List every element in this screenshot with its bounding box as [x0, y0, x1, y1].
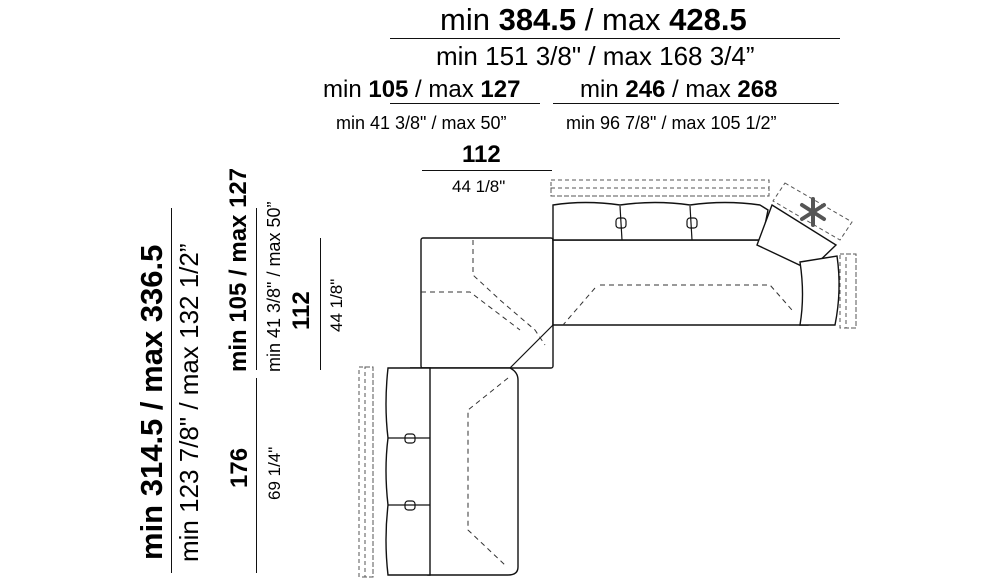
back-cushions-left	[385, 367, 431, 576]
chaise-depth-line	[256, 378, 257, 573]
right-width-inch-label: min 96 7/8" / max 105 1/2”	[566, 113, 777, 133]
corner-width-line	[422, 170, 552, 171]
right-width-line	[553, 103, 839, 104]
corner-width-inch-label: 44 1/8"	[452, 177, 506, 196]
overall-width-inch-label: min 151 3/8" / max 168 3/4”	[436, 41, 755, 71]
overall-depth-line	[171, 208, 172, 573]
right-width-cm-label: min 246 / max 268	[580, 76, 778, 103]
corner-width-cm-label: 112	[462, 141, 501, 168]
left-width-line	[390, 103, 540, 104]
depth-line	[256, 208, 257, 370]
left-width-cm-label: min 105 / max 127	[323, 76, 521, 103]
optional-cushion-outlines	[358, 179, 857, 578]
overall-width-cm-label: min 384.5 / max 428.5	[440, 2, 747, 37]
asterisk-icon	[800, 197, 826, 227]
back-cushion-right	[799, 255, 840, 326]
corner-depth-line	[320, 238, 321, 370]
seat-inner-lines	[421, 240, 793, 566]
chaise-module-outline	[410, 367, 519, 576]
left-width-inch-label: min 41 3/8" / max 50”	[336, 113, 507, 133]
corner-module-outline	[420, 237, 554, 369]
back-cushions-top	[552, 201, 769, 241]
overall-width-line	[390, 38, 840, 39]
